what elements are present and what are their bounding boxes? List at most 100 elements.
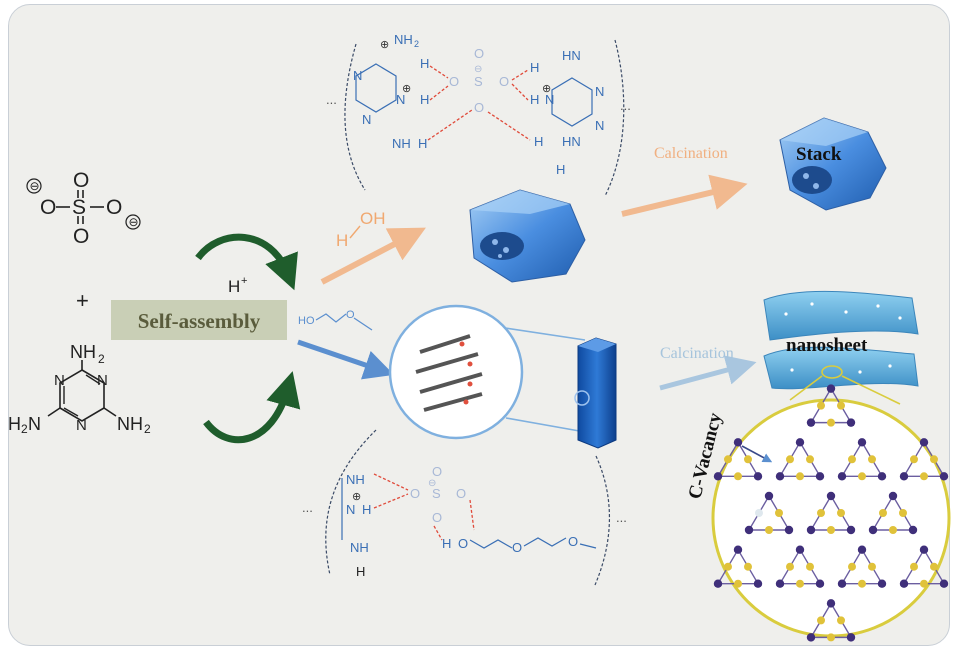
bottom-sulfate-o-top: O bbox=[432, 464, 442, 479]
melamine-nh2-top: NH bbox=[70, 342, 96, 362]
nanosheet-label: nanosheet bbox=[786, 335, 868, 356]
bottom-glycol-h: H bbox=[442, 536, 451, 551]
self-assembly-label: Self-assembly bbox=[138, 309, 261, 333]
top-left-plus1: ⊕ bbox=[380, 39, 389, 51]
bottom-h: H bbox=[362, 502, 371, 517]
plus-sign: + bbox=[76, 288, 89, 313]
arrow-calcination-bottom bbox=[659, 355, 757, 391]
sulfate-oxygen-bottom: O bbox=[73, 225, 89, 248]
rod-crystal bbox=[574, 337, 617, 449]
melamine-nh2-right: NH bbox=[117, 414, 143, 434]
top-right-nh-bottom: HN bbox=[562, 134, 581, 149]
top-sulfate-o-right: O bbox=[499, 74, 509, 89]
bottom-sulfate-o-bottom: O bbox=[432, 510, 442, 525]
nitrogen-atom bbox=[857, 438, 867, 447]
water-label-h: H bbox=[336, 231, 348, 250]
carbon-nitride-lattice bbox=[711, 384, 951, 642]
carbon-atom bbox=[920, 472, 928, 481]
melamine-ring-n3: N bbox=[76, 417, 87, 434]
top-sulfate-o-left: O bbox=[449, 74, 459, 89]
melamine-subscript-right: 2 bbox=[144, 422, 151, 436]
sulfate-ion: ⊖ O S O O O ⊖ bbox=[26, 169, 141, 248]
top-sulfate-o-bottom: O bbox=[474, 100, 484, 115]
nitrogen-atom bbox=[919, 545, 929, 554]
carbon-atom bbox=[817, 401, 825, 410]
nitrogen-atom bbox=[775, 472, 785, 481]
stack-crystal bbox=[779, 117, 887, 211]
melamine-subscript-top: 2 bbox=[98, 352, 105, 366]
sulfate-oxygen-left: O bbox=[40, 196, 56, 219]
magnified-view bbox=[388, 304, 586, 440]
nitrogen-atom bbox=[806, 633, 816, 642]
carbon-atom bbox=[724, 562, 732, 571]
proton-charge: + bbox=[241, 275, 247, 287]
carbon-atom bbox=[837, 616, 845, 625]
proton-label: H bbox=[228, 277, 240, 296]
bottom-glycol-o2: O bbox=[512, 540, 522, 555]
top-right-n1: N bbox=[545, 92, 554, 107]
bottom-ellipsis-right: ... bbox=[616, 510, 627, 525]
nanosheet-stack bbox=[763, 290, 919, 405]
glycol-label-o: O bbox=[346, 309, 355, 321]
top-ellipsis-left: ... bbox=[326, 92, 337, 107]
nitrogen-atom bbox=[837, 472, 847, 481]
carbon-atom bbox=[775, 509, 783, 517]
stack-label: Stack bbox=[796, 144, 842, 165]
bottom-sulfate-o-right: O bbox=[456, 486, 466, 501]
carbon-atom bbox=[786, 455, 794, 464]
top-left-h3: H bbox=[418, 136, 427, 151]
nitrogen-atom bbox=[888, 491, 898, 501]
bottom-hbond-complex: ... ... NH N H ⊕ NH H O S O O O ⊖ H O O … bbox=[302, 429, 627, 586]
nitrogen-atom bbox=[815, 579, 825, 588]
carbon-atom bbox=[837, 401, 845, 410]
curved-arrow-bottom bbox=[203, 371, 301, 444]
arrow-calcination-top bbox=[621, 174, 748, 217]
sulfate-oxygen-top: O bbox=[73, 169, 89, 192]
bottom-glycol-o1: O bbox=[458, 536, 468, 551]
nitrogen-atom bbox=[908, 525, 918, 535]
nitrogen-atom bbox=[877, 579, 887, 588]
carbon-atom bbox=[827, 418, 835, 427]
nitrogen-atom bbox=[868, 525, 878, 535]
nitrogen-atom bbox=[826, 384, 836, 393]
nitrogen-atom bbox=[877, 472, 887, 481]
top-left-nh2: NH bbox=[394, 32, 413, 47]
nitrogen-atom bbox=[713, 579, 723, 588]
carbon-atom bbox=[930, 562, 938, 571]
melamine-molecule: NH 2 N N N H 2 N NH 2 bbox=[8, 342, 151, 436]
sulfate-sulfur: S bbox=[72, 196, 86, 219]
bottom-nh2-top: NH bbox=[346, 472, 365, 487]
top-sulfate-s: S bbox=[474, 74, 483, 89]
melamine-subscript-left: 2 bbox=[21, 422, 28, 436]
top-ellipsis-right: ... bbox=[620, 98, 631, 113]
nitrogen-atom bbox=[846, 633, 856, 642]
carbon-atom bbox=[868, 455, 876, 464]
bottom-ellipsis-left: ... bbox=[302, 500, 313, 515]
carbon-atom bbox=[724, 455, 732, 464]
nitrogen-atom bbox=[733, 438, 743, 447]
nitrogen-atom bbox=[837, 579, 847, 588]
nitrogen-atom bbox=[826, 491, 836, 501]
carbon-atom bbox=[848, 455, 856, 464]
carbon-atom bbox=[817, 509, 825, 517]
nitrogen-atom bbox=[846, 418, 856, 427]
top-left-ring-n2: N bbox=[362, 112, 371, 127]
calcination-bottom-label: Calcination bbox=[660, 345, 734, 362]
carbon-atom bbox=[796, 472, 804, 481]
glycol-label-ho: HO bbox=[298, 315, 315, 327]
nitrogen-atom bbox=[795, 438, 805, 447]
carbon-atom bbox=[817, 616, 825, 625]
carbon-atom bbox=[837, 509, 845, 517]
carbon-atom bbox=[744, 562, 752, 571]
nitrogen-atom bbox=[753, 472, 763, 481]
melamine-nh2-left-h: H bbox=[8, 414, 21, 434]
nitrogen-atom bbox=[919, 438, 929, 447]
nitrogen-atom bbox=[846, 525, 856, 535]
sulfate-oxygen-right: O bbox=[106, 196, 122, 219]
top-left-sub2: 2 bbox=[414, 39, 419, 49]
carbon-atom bbox=[930, 455, 938, 464]
carbon-atom bbox=[848, 562, 856, 571]
top-sulfate-minus: ⊖ bbox=[474, 64, 482, 75]
carbon-atom bbox=[910, 455, 918, 464]
